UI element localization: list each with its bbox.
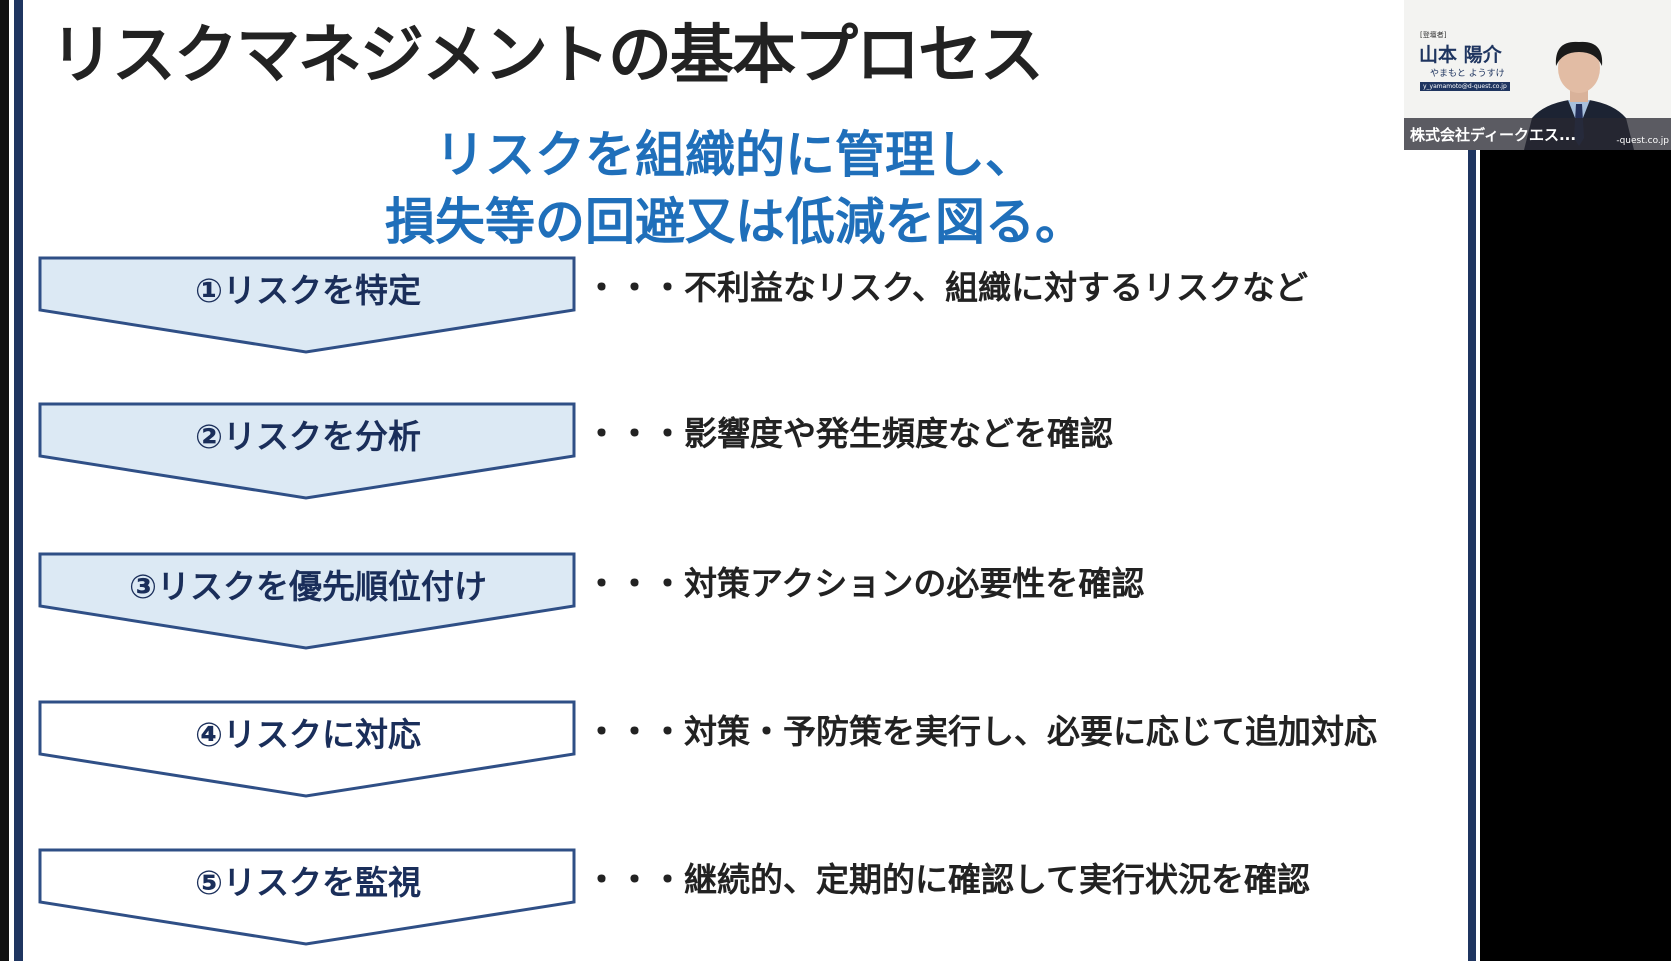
step-label: ①リスクを特定 [195,271,421,310]
left-accent-bar [14,0,23,961]
domain-fragment: -quest.co.jp [1616,136,1669,146]
speaker-name: 山本 陽介 [1419,44,1502,66]
chevron-arrow-shape [38,848,576,946]
step-label: ④リスクに対応 [195,715,421,754]
step-description: ・・・影響度や発生頻度などを確認 [585,414,1113,453]
step-label: ⑤リスクを監視 [195,863,421,902]
speaker-video-tile[interactable]: [登壇者] 山本 陽介 やまもと ようすけ y_yamamoto@d-quest… [1404,0,1671,150]
right-accent-bar [1468,0,1476,961]
process-step-2: ②リスクを分析 [38,402,578,502]
slide-title: リスクマネジメントの基本プロセス [50,19,1044,93]
participant-name-label: 株式会社ディークエス... [1410,126,1577,144]
chevron-arrow-shape [38,552,576,650]
process-step-5: ⑤リスクを監視 [38,848,578,948]
step-label: ②リスクを分析 [195,417,421,456]
chevron-arrow-shape [38,256,576,354]
step-description: ・・・対策・予防策を実行し、必要に応じて追加対応 [585,712,1377,751]
speaker-email: y_yamamoto@d-quest.co.jp [1420,82,1510,91]
speaker-name-kana: やまもと ようすけ [1430,69,1505,79]
subtitle-line-2: 損失等の回避又は低減を図る。 [385,193,1085,251]
step-description: ・・・対策アクションの必要性を確認 [585,564,1145,603]
process-step-1: ①リスクを特定 [38,256,578,356]
step-description: ・・・継続的、定期的に確認して実行状況を確認 [585,860,1311,899]
speaker-role: [登壇者] [1420,31,1447,39]
process-step-3: ③リスクを優先順位付け [38,552,578,652]
video-panel-background [1486,0,1671,961]
subtitle-line-1: リスクを組織的に管理し、 [435,126,1035,184]
step-description: ・・・不利益なリスク、組織に対するリスクなど [585,268,1309,307]
process-step-4: ④リスクに対応 [38,700,578,800]
chevron-arrow-shape [38,402,576,500]
step-label: ③リスクを優先順位付け [129,567,487,606]
left-border [0,0,9,961]
presentation-slide: リスクマネジメントの基本プロセス リスクを組織的に管理し、 損失等の回避又は低減… [0,0,1480,961]
chevron-arrow-shape [38,700,576,798]
caption-bar [1404,118,1671,150]
